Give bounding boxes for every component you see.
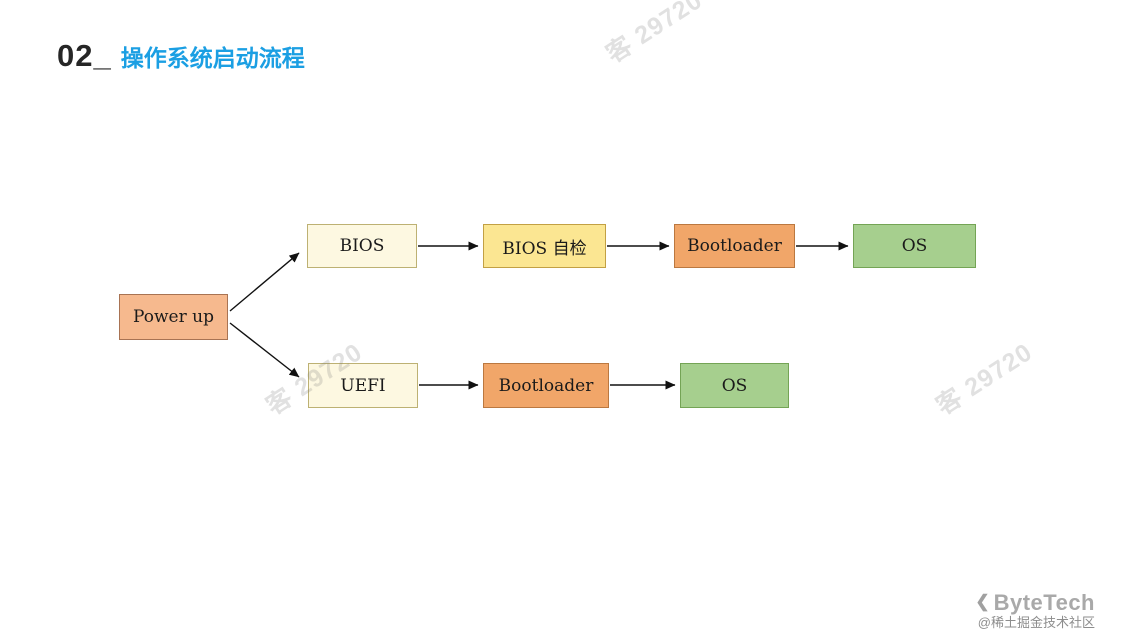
bytetech-chevron-icon: ❮ <box>975 592 990 612</box>
node-os-bottom: OS <box>680 363 789 408</box>
node-label: OS <box>901 236 928 256</box>
node-label: Power up <box>133 307 214 327</box>
node-label: UEFI <box>340 375 386 396</box>
node-label: OS <box>721 375 748 396</box>
slide-number: 02_ <box>57 38 112 73</box>
node-bios: BIOS <box>307 224 417 268</box>
watermark: 客 29720 <box>601 0 708 69</box>
node-bootloader-top: Bootloader <box>674 224 795 268</box>
bytetech-logo: ❮ ByteTech <box>975 589 1095 615</box>
edge-power-up-bios <box>229 252 300 312</box>
node-power-up: Power up <box>119 294 228 340</box>
watermark: 客 29720 <box>931 337 1038 421</box>
node-uefi: UEFI <box>308 363 418 408</box>
node-label: Bootloader <box>498 375 594 396</box>
node-label: Bootloader <box>687 236 782 256</box>
node-bootloader-bottom: Bootloader <box>483 363 609 408</box>
slide-header: 02_ 操作系统启动流程 <box>57 38 305 74</box>
footer: ❮ ByteTech @稀土掘金技术社区 <box>975 589 1095 630</box>
edge-power-up-uefi <box>229 322 300 378</box>
node-bios-check: BIOS 自检 <box>483 224 606 268</box>
bytetech-brand-text: ByteTech <box>993 589 1095 615</box>
community-watermark: @稀土掘金技术社区 <box>977 614 1095 630</box>
node-label: BIOS <box>339 236 385 256</box>
node-os-top: OS <box>853 224 976 268</box>
node-label: BIOS 自检 <box>502 238 587 259</box>
slide-title: 操作系统启动流程 <box>120 45 305 71</box>
